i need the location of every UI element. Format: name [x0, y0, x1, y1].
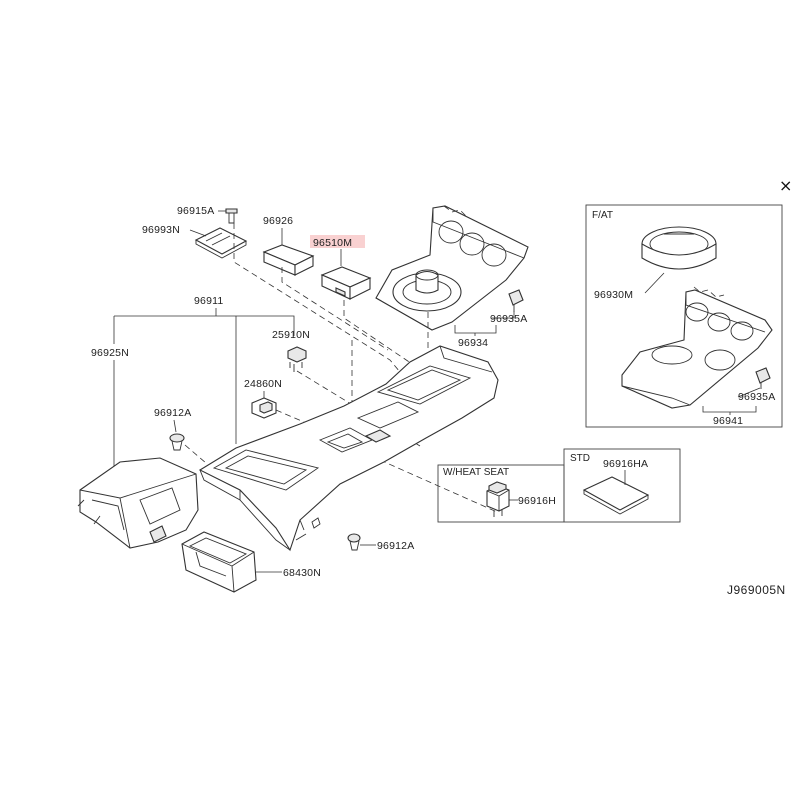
screw-96915A[interactable]: [225, 208, 238, 224]
part-label-96915A: 96915A: [177, 205, 214, 217]
part-label-96911: 96911: [194, 295, 223, 307]
part-label-96941: 96941: [713, 415, 743, 427]
part-label-96930M: 96930M: [594, 289, 633, 301]
part-label-96993N: 96993N: [142, 224, 180, 236]
heat-seat-box-title: W/HEAT SEAT: [443, 467, 509, 478]
shift-finisher-at[interactable]: [621, 286, 773, 409]
part-label-96926: 96926: [263, 215, 293, 227]
clip-96912A-bottom[interactable]: [347, 533, 361, 551]
fat-inset-box: F/AT 96930M 96935A: [585, 204, 783, 428]
part-label-24860N: 24860N: [244, 378, 282, 390]
part-label-96925N: 96925N: [91, 347, 129, 359]
close-icon[interactable]: ×: [779, 176, 792, 195]
shift-finisher-mt[interactable]: [375, 205, 529, 331]
tray-68430N[interactable]: [181, 531, 257, 593]
switch-panel-96510M[interactable]: [320, 266, 372, 300]
clip-96935A-main[interactable]: [508, 289, 524, 312]
part-label-96935A-main: 96935A: [490, 313, 527, 325]
cover-96926[interactable]: [262, 244, 315, 276]
part-label-96912A-top: 96912A: [154, 407, 191, 419]
std-box: STD 96916HA: [563, 448, 681, 523]
part-label-96510M: 96510M: [313, 237, 352, 249]
part-label-96916HA: 96916HA: [603, 458, 648, 470]
part-label-25910N: 25910N: [272, 329, 310, 341]
part-label-96934: 96934: [458, 337, 488, 349]
console-lid-96925N[interactable]: [77, 457, 199, 549]
bulb-24860N[interactable]: [251, 397, 277, 419]
shift-boot-ring[interactable]: [641, 226, 717, 270]
heat-seat-box: W/HEAT SEAT 96916H: [437, 464, 565, 523]
center-console-96911[interactable]: [198, 345, 499, 552]
connector-25910N[interactable]: [287, 346, 307, 372]
part-label-96916H: 96916H: [518, 495, 556, 507]
clip-96912A-top[interactable]: [169, 433, 185, 451]
part-label-96912A-bottom: 96912A: [377, 540, 414, 552]
part-label-68430N: 68430N: [283, 567, 321, 579]
fat-box-title: F/AT: [592, 210, 613, 221]
clip-96935A-inset[interactable]: [755, 367, 771, 389]
diagram-code: J969005N: [727, 583, 786, 597]
heat-seat-switch[interactable]: [486, 481, 510, 517]
part-label-96935A-inset: 96935A: [738, 391, 775, 403]
std-box-title: STD: [570, 453, 590, 464]
blank-cover-std[interactable]: [582, 476, 650, 515]
bracket-96993N[interactable]: [194, 227, 248, 259]
highlight-96510M: [310, 235, 365, 248]
